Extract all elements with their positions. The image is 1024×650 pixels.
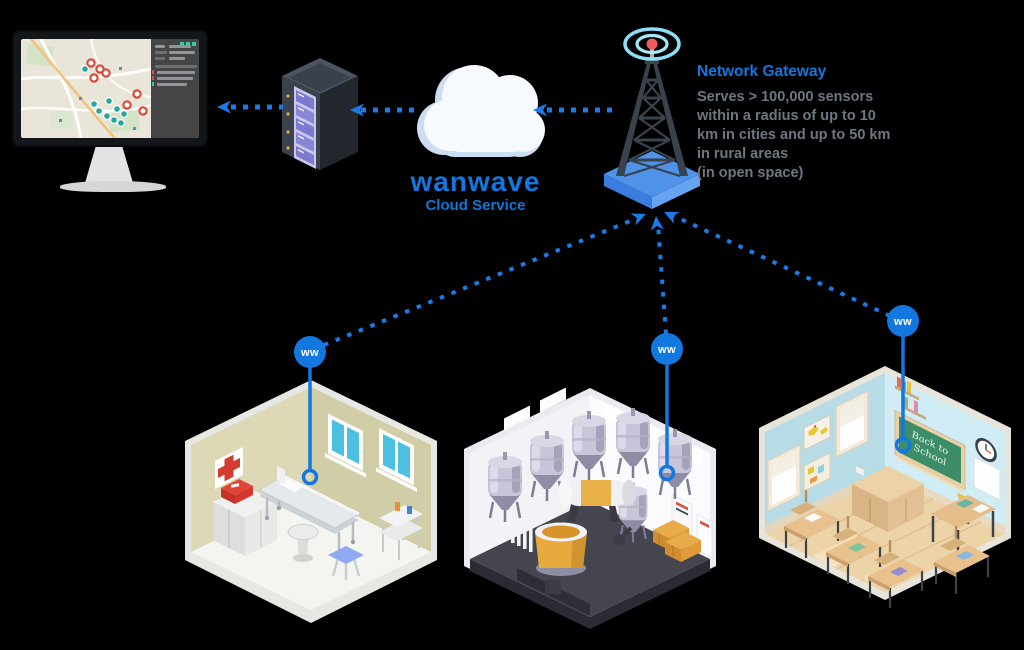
arrowhead (533, 103, 547, 117)
map-transit-icons (59, 67, 136, 130)
right-wall-items: Back to School (894, 376, 1001, 507)
pin-label: ww (657, 344, 676, 356)
packaging-machine (517, 526, 633, 616)
connector-facility-to-tower (656, 223, 668, 335)
arrowhead (649, 215, 664, 231)
blue-stool (328, 546, 364, 580)
table-header (155, 65, 197, 68)
monitor-stand-base (60, 181, 166, 192)
gateway-line: in rural areas (697, 146, 789, 162)
round-stool (287, 524, 319, 562)
horizontal-tank (558, 480, 636, 522)
pin-label: ww (893, 316, 912, 328)
panel-value (169, 51, 195, 54)
server-rack (282, 58, 358, 170)
book (956, 551, 974, 560)
chalkboard: Back to School (894, 409, 966, 507)
table-row (157, 83, 187, 86)
dashboard-monitor (12, 30, 208, 147)
tower-mast (616, 48, 688, 178)
connector-classroom-to-tower (671, 213, 891, 318)
panel-buttons (180, 42, 196, 46)
ww-pin-facility: ww (651, 333, 683, 482)
left-wall-windows (504, 388, 566, 431)
ww-pin-hospital: ww (294, 336, 326, 486)
hospital-room (185, 380, 437, 623)
ww-pin-classroom: ww (887, 305, 919, 454)
map-park (107, 107, 141, 133)
panel-label (155, 45, 165, 48)
gateway-line: within a radius of up to 10 (697, 108, 876, 124)
sensor-ring (894, 436, 912, 454)
server-leds (286, 94, 290, 150)
red-cross-sign (215, 447, 243, 490)
table-row (157, 71, 195, 74)
connector-hospital-to-tower (323, 215, 641, 347)
left-wall (470, 395, 590, 559)
paper (804, 513, 822, 522)
arrowhead (217, 100, 231, 114)
row-status-alert (152, 76, 154, 80)
dashboard-panel (151, 39, 199, 138)
bookshelf (902, 404, 926, 420)
arrowhead (661, 206, 680, 224)
storage-cabinet (852, 465, 924, 532)
row-status-alert (152, 70, 154, 74)
radiator (505, 504, 533, 552)
map-view (21, 39, 151, 138)
map-highway (30, 39, 117, 138)
brew-vat (535, 522, 587, 576)
hospital-bed (257, 466, 361, 555)
row-status-ok (152, 82, 154, 86)
first-aid-kit (221, 479, 253, 504)
headboard (277, 466, 285, 484)
table-row (157, 77, 193, 80)
beacon-dot (646, 38, 658, 50)
bookshelf (895, 385, 919, 401)
sensor-ring (658, 464, 676, 482)
whiteboard-poster (973, 456, 1001, 501)
medical-cart (379, 502, 423, 560)
map-alert-markers (86, 58, 148, 116)
gateway-tower (604, 27, 700, 209)
cloud-front (424, 65, 545, 152)
cloud-service-label: Cloud Service (425, 197, 526, 214)
pin-label: ww (300, 347, 319, 359)
gateway-line: (in open space) (697, 165, 804, 181)
classroom: Back to School (759, 366, 1011, 610)
paper (972, 504, 990, 513)
windows (325, 413, 417, 492)
panel-value (169, 45, 191, 48)
world-map-poster (803, 414, 831, 451)
books-on-cabinet (856, 465, 864, 476)
gateway-line: km in cities and up to 50 km (697, 127, 891, 143)
radio-waves-icon (623, 27, 681, 61)
rack-units (294, 85, 316, 169)
map-ok-markers (80, 65, 128, 127)
wall-clock (975, 437, 997, 463)
gateway-description-block: Network Gateway Serves > 100,000 sensors… (697, 63, 917, 183)
brand-wordmark: wanwave (410, 166, 541, 197)
arrowhead (630, 208, 649, 226)
supply-cabinet (213, 486, 277, 556)
book (956, 499, 974, 508)
floor-rim (470, 559, 710, 629)
cloud-icon (417, 65, 545, 157)
production-facility (464, 388, 716, 629)
sensor-ring (301, 468, 319, 486)
gateway-line: Serves > 100,000 sensors (697, 89, 874, 105)
tower-base-left (604, 174, 652, 209)
book (890, 567, 908, 576)
book (848, 543, 866, 552)
left-wall-items (767, 390, 869, 512)
tower-base-right (652, 174, 700, 209)
crates (653, 520, 701, 562)
panel-value (169, 57, 185, 60)
gateway-title: Network Gateway (697, 63, 827, 80)
monitor-screen (21, 39, 199, 138)
panel-label (155, 57, 165, 60)
panel-label (155, 51, 167, 54)
